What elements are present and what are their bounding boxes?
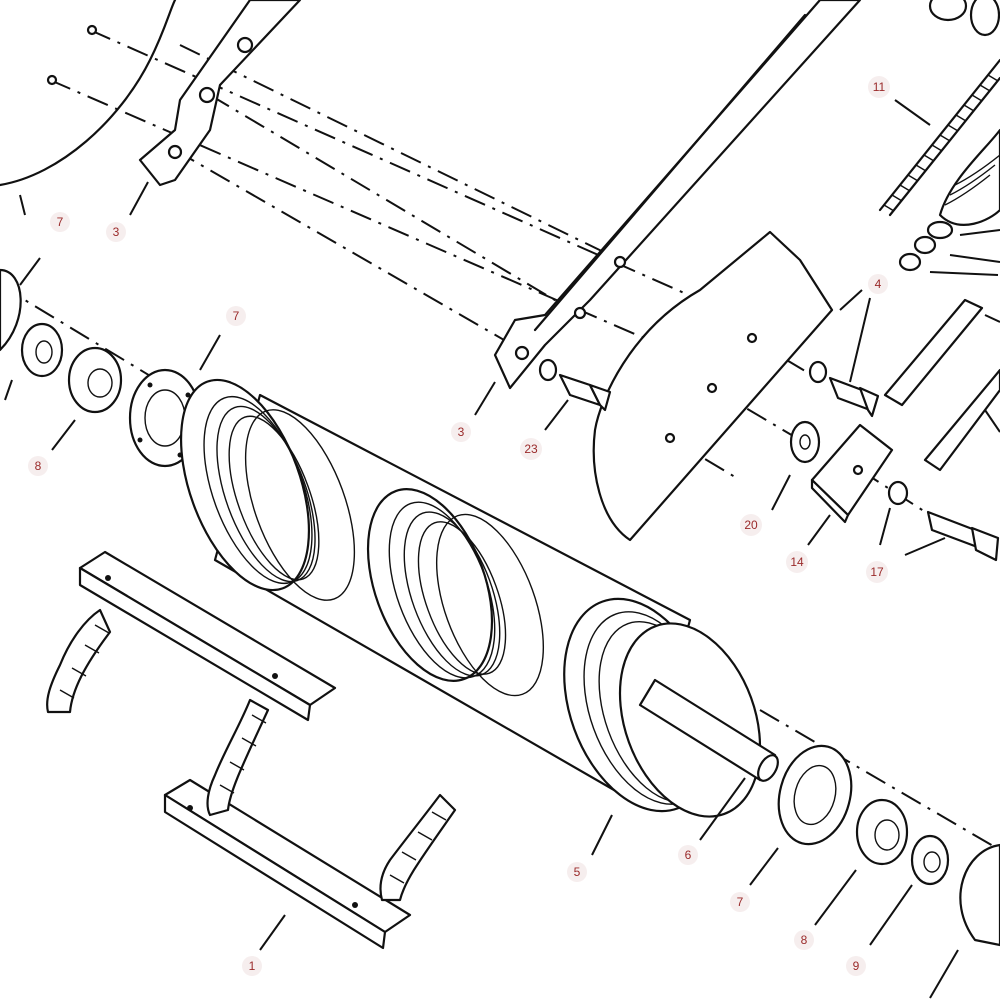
right-end-parts [777,744,1000,947]
callout-8-left: 8 [35,459,42,473]
callout-7-middle: 7 [233,309,240,323]
nut-17 [887,480,1000,562]
shaft-6 [638,678,779,782]
callout-14: 14 [790,555,804,569]
leader-arrows [4,99,1000,999]
callout-labels: 3 7 7 8 3 23 4 11 20 14 17 5 6 7 8 9 1 [28,76,890,976]
callout-7-left: 7 [57,215,64,229]
top-right-parts [928,0,1000,37]
bracket-arm-lower [493,0,862,390]
callout-20: 20 [744,518,758,532]
bolt-23 [538,358,612,412]
callout-3-lower: 3 [458,425,465,439]
callout-17: 17 [870,565,884,579]
bracket-arm-upper [0,0,302,187]
block-14 [810,423,894,524]
callout-11: 11 [873,80,886,94]
chain-conveyor [46,550,457,950]
callout-8-right: 8 [801,933,808,947]
spring-11 [878,58,1000,472]
callout-7-right: 7 [737,895,744,909]
washer-20 [789,420,821,464]
callout-4: 4 [875,277,882,291]
callout-3-upper: 3 [113,225,120,239]
bolt-4 [808,360,880,418]
side-plate [592,230,834,542]
callout-5: 5 [574,865,581,879]
callout-9: 9 [853,959,860,973]
callout-1: 1 [249,959,256,973]
callout-23: 23 [524,442,538,456]
left-end-parts [0,268,202,468]
callout-6: 6 [685,848,692,862]
